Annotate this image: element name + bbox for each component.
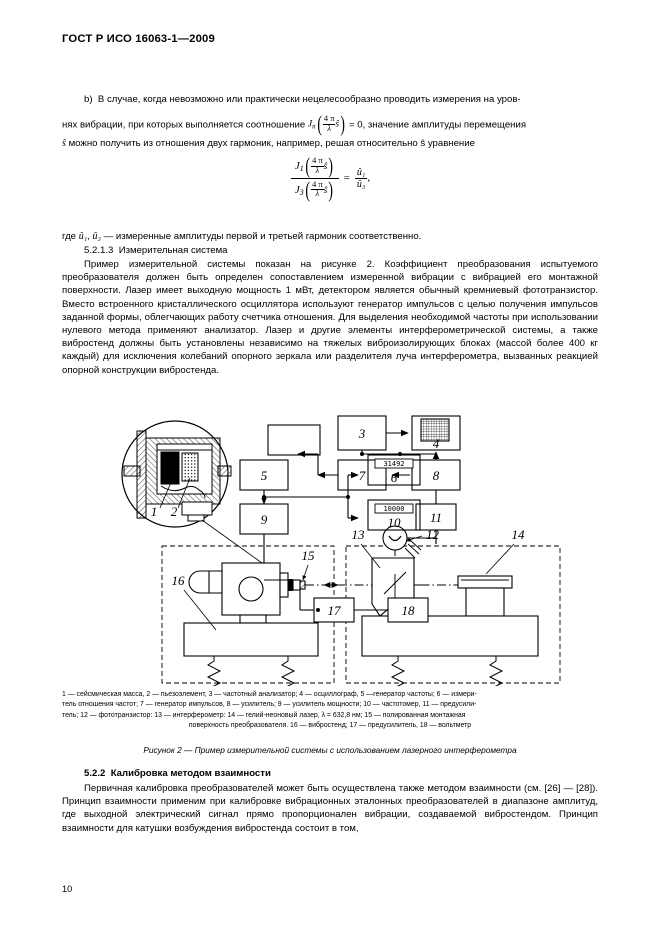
u1-hat-inline: û₁	[78, 231, 88, 242]
u1-hat: û₁	[356, 166, 366, 178]
label-block-8: 8	[433, 468, 440, 483]
label-block-17: 17	[328, 603, 342, 618]
section-522-heading: 5.2.2 Калибровка методом взаимности	[62, 768, 598, 779]
document-header: ГОСТ Р ИСО 16063-1—2009	[62, 33, 215, 45]
legend-line-1: 1 — сейсмическая масса, 2 — пьезоэлемент…	[62, 691, 477, 698]
paragraph-item-b-line3: ŝ можно получить из отношения двух гармо…	[62, 137, 598, 150]
paragraph-item-b-line1: b) В случае, когда невозможно или практи…	[62, 93, 598, 106]
label-block-7: 7	[359, 468, 366, 483]
counter-6-value: 31492	[383, 460, 404, 468]
clause-title: Измерительная система	[118, 245, 228, 256]
label-block-5: 5	[261, 468, 268, 483]
callout-15: 15	[302, 548, 316, 563]
callout-13: 13	[352, 527, 366, 542]
label-block-6: 6	[391, 470, 398, 485]
paren-right-icon: )	[328, 176, 334, 202]
where-description: — измеренные амплитуды первой и третьей …	[103, 231, 422, 242]
item-b-text-3: можно получить из отношения двух гармони…	[68, 138, 475, 149]
block-10-counter-frame	[367, 499, 421, 531]
bessel-J: J	[307, 118, 313, 130]
item-b-text-1: В случае, когда невозможно или практичес…	[97, 94, 521, 105]
shaker-assembly	[183, 562, 319, 657]
u3-hat: û₃	[354, 177, 368, 190]
clause-number: 5.2.1.3	[84, 245, 114, 256]
paragraph-where-line: где û₁, û₃ — измеренные амплитуды первой…	[62, 231, 422, 242]
item-b-label: b)	[84, 94, 93, 105]
leader-15	[302, 564, 309, 581]
callout-1: 1	[151, 504, 158, 519]
block-4-oscilloscope	[411, 415, 461, 451]
label-block-4: 4	[433, 436, 440, 451]
callout-16: 16	[172, 573, 186, 588]
figure-caption: Рисунок 2 — Пример измерительной системы…	[143, 745, 517, 755]
u3-hat-inline: û₃	[92, 231, 101, 242]
counter-10-display	[374, 503, 414, 514]
block-6-frequency-ratio-counter	[267, 424, 321, 456]
isolation-block-right-outline	[345, 545, 561, 684]
page-number: 10	[62, 884, 73, 894]
section-522-number: 5.2.2	[84, 768, 106, 779]
clause-5213-heading: 5.2.1.3 Измерительная система	[62, 244, 598, 257]
isolation-block-left-outline	[161, 545, 335, 684]
label-block-18: 18	[402, 603, 416, 618]
bessel-order-n: n	[312, 123, 316, 131]
springs-left	[206, 656, 296, 686]
section-522-body: Первичная калибровка преобразователей мо…	[62, 783, 598, 834]
laser-14	[457, 575, 513, 617]
paren-right-icon: )	[328, 153, 334, 179]
equals-sign: =	[343, 171, 350, 184]
paragraph-item-b-line2: нях вибрации, при которых выполняется со…	[62, 111, 598, 137]
leader-12	[405, 535, 423, 542]
phototransistor-12	[382, 525, 437, 559]
label-block-3: 3	[358, 426, 366, 441]
where-prefix: где	[62, 231, 77, 242]
paren-left-icon: (	[316, 111, 322, 137]
label-block-10: 10	[388, 515, 402, 530]
section-522-title: Калибровка методом взаимности	[110, 768, 271, 779]
s-hat-symbol-inline: ŝ	[62, 138, 66, 149]
legend-line-3: тель; 12 — фототранзистор: 13 — интерфер…	[62, 711, 466, 719]
clause-5213-body: Пример измерительной системы показан на …	[62, 259, 598, 376]
paren-left-icon: (	[305, 153, 310, 179]
callout-14: 14	[512, 527, 526, 542]
legend-line-4: поверхность преобразователя. 16 — виброс…	[188, 722, 472, 730]
label-block-11: 11	[430, 510, 442, 525]
counter-10-value: 10000	[383, 505, 404, 513]
item-b-text-2-pre: нях вибрации, при которых выполняется со…	[62, 119, 306, 131]
accelerometer-cutaway-detail	[121, 420, 295, 587]
leader-14	[485, 543, 515, 575]
counter-6-display	[374, 458, 414, 469]
paren-left-icon: (	[305, 176, 310, 202]
equation-trailing-comma: ,	[367, 171, 371, 184]
item-b-text-2-post: = 0, значение амплитуды перемещения	[348, 119, 527, 131]
callout-2: 2	[171, 504, 178, 519]
s-hat-symbol: ŝ	[335, 118, 339, 129]
block-6-counter-frame	[367, 454, 421, 486]
leader-13	[360, 543, 381, 569]
callout-12: 12	[426, 527, 440, 542]
paren-right-icon: )	[340, 111, 345, 137]
label-block-9: 9	[261, 512, 268, 527]
figure-legend: 1 — сейсмическая масса, 2 — пьезоэлемент…	[62, 690, 598, 732]
block-17-preamplifier	[313, 597, 355, 623]
leader-16	[183, 589, 217, 631]
legend-line-2: тель отношения частот; 7 — генератор имп…	[62, 701, 477, 709]
figure-2-measuring-system: 3 4 5 6 7 8 9 10 11 17 18	[62, 408, 598, 686]
springs-right	[390, 656, 504, 686]
